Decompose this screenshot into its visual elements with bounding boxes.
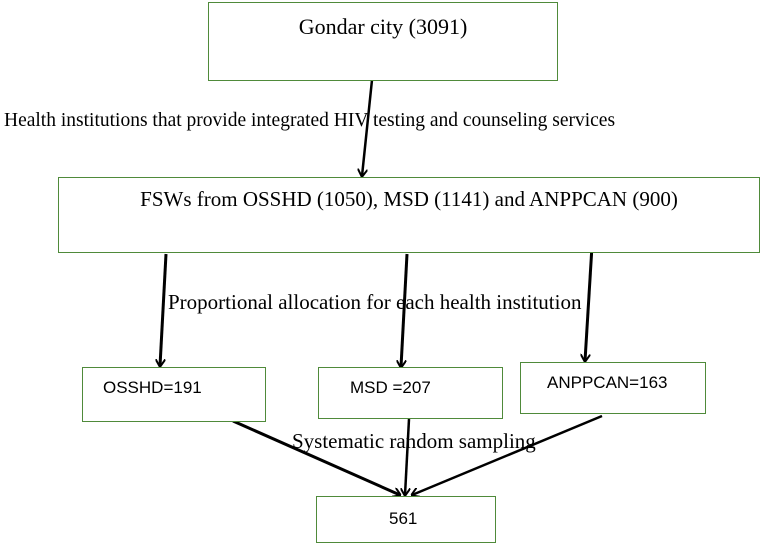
arrow-fsws-to-anppcan: [585, 245, 594, 361]
label-proportional-allocation: Proportional allocation for each health …: [168, 290, 582, 314]
arrow-fsws-to-msd: [401, 253, 409, 367]
node-msd-text: MSD =207: [350, 378, 431, 397]
node-anppcan: ANPPCAN=163: [520, 362, 706, 414]
arrow-osshd-to-total: [232, 419, 400, 495]
node-anppcan-text: ANPPCAN=163: [547, 373, 668, 392]
label-systematic-sampling: Systematic random sampling: [292, 429, 536, 453]
node-gondar-city: Gondar city (3091): [208, 2, 558, 81]
node-msd: MSD =207: [318, 367, 503, 419]
node-osshd-text: OSSHD=191: [103, 378, 202, 397]
arrow-msd-to-total: [405, 418, 409, 495]
node-fsws: FSWs from OSSHD (1050), MSD (1141) and A…: [58, 177, 760, 253]
node-total-text: 561: [389, 509, 418, 528]
node-fsws-text: FSWs from OSSHD (1050), MSD (1141) and A…: [140, 187, 678, 211]
node-gondar-city-text: Gondar city (3091): [298, 14, 468, 39]
label-health-institutions: Health institutions that provide integra…: [4, 110, 616, 131]
node-osshd: OSSHD=191: [82, 367, 266, 422]
node-total: 561: [316, 496, 496, 543]
arrow-anppcan-to-total: [412, 414, 603, 495]
arrow-fsws-to-osshd: [160, 253, 168, 366]
arrow-gondar-to-fsws: [362, 79, 374, 176]
